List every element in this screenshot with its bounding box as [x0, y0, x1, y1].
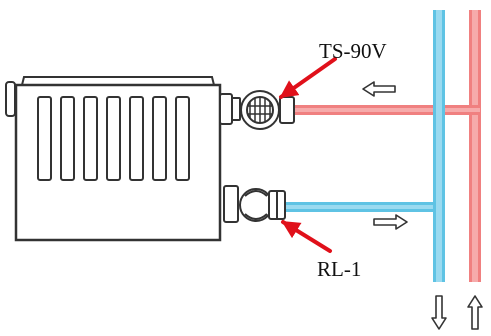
return-flow-arrow-icon — [373, 214, 408, 230]
radiator-icon — [5, 76, 222, 242]
thermostatic-valve-icon — [219, 90, 295, 130]
top-valve-callout-arrow — [279, 57, 337, 99]
return-valve-icon — [223, 185, 286, 223]
supply-branch-pipe — [292, 105, 480, 115]
bottom-valve-callout-arrow — [281, 220, 332, 253]
supply-riser-up-arrow-icon — [467, 295, 483, 330]
bottom-valve-label: RL-1 — [317, 257, 361, 281]
return-riser-pipe — [433, 10, 445, 282]
top-valve-label: TS-90V — [319, 39, 387, 63]
supply-flow-arrow-icon — [362, 81, 396, 97]
return-branch-pipe — [284, 202, 442, 212]
supply-riser-pipe — [469, 10, 481, 282]
return-riser-down-arrow-icon — [431, 295, 447, 330]
